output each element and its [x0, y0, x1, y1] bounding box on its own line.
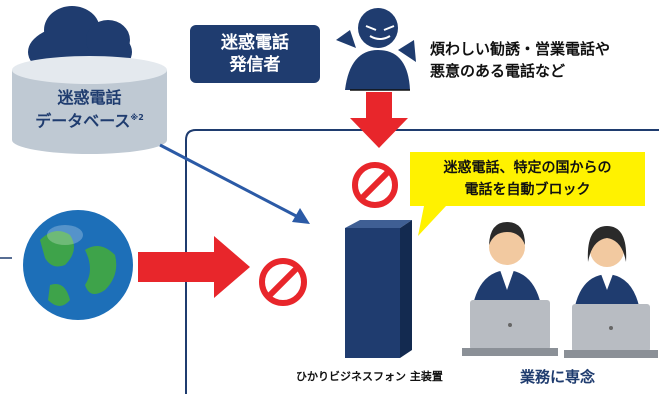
- database-icon: [12, 56, 167, 154]
- laptop-icon: [564, 304, 658, 358]
- callout-pointer: [418, 206, 446, 236]
- callout-line1: 迷惑電話、特定の国からの: [443, 160, 612, 176]
- block-sign-icon: [352, 162, 398, 208]
- caller-label-box: 迷惑電話 発信者: [190, 25, 320, 83]
- database-arrow: [159, 143, 310, 224]
- auto-block-callout: 迷惑電話、特定の国からの 電話を自動ブロック: [410, 152, 645, 206]
- caller-description-line1: 煩わしい勧誘・営業電話や: [430, 40, 611, 58]
- caller-description-line2: 悪意のある電話など: [430, 62, 566, 80]
- pbx-device-icon: [345, 220, 412, 358]
- callout-line2: 電話を自動ブロック: [464, 182, 591, 198]
- down-arrow: [350, 92, 408, 148]
- globe-icon: [23, 210, 133, 320]
- database-label-line2: データベース: [35, 111, 131, 131]
- caller-description: 煩わしい勧誘・営業電話や 悪意のある電話など: [430, 38, 610, 82]
- database-note: ※2: [130, 113, 144, 122]
- caller-silhouette-icon: [336, 8, 416, 90]
- office-label: 業務に専念: [520, 368, 596, 386]
- device-label: ひかりビジネスフォン 主装置: [296, 370, 443, 383]
- laptop-icon: [462, 300, 558, 356]
- database-label: 迷惑電話 データベース※2: [12, 88, 167, 131]
- network-boundary: [185, 129, 659, 394]
- caller-label-line2: 発信者: [229, 55, 281, 75]
- right-arrow: [138, 236, 250, 298]
- database-label-line1: 迷惑電話: [57, 88, 122, 107]
- caller-label-line1: 迷惑電話: [221, 33, 289, 53]
- block-sign-icon: [259, 258, 307, 306]
